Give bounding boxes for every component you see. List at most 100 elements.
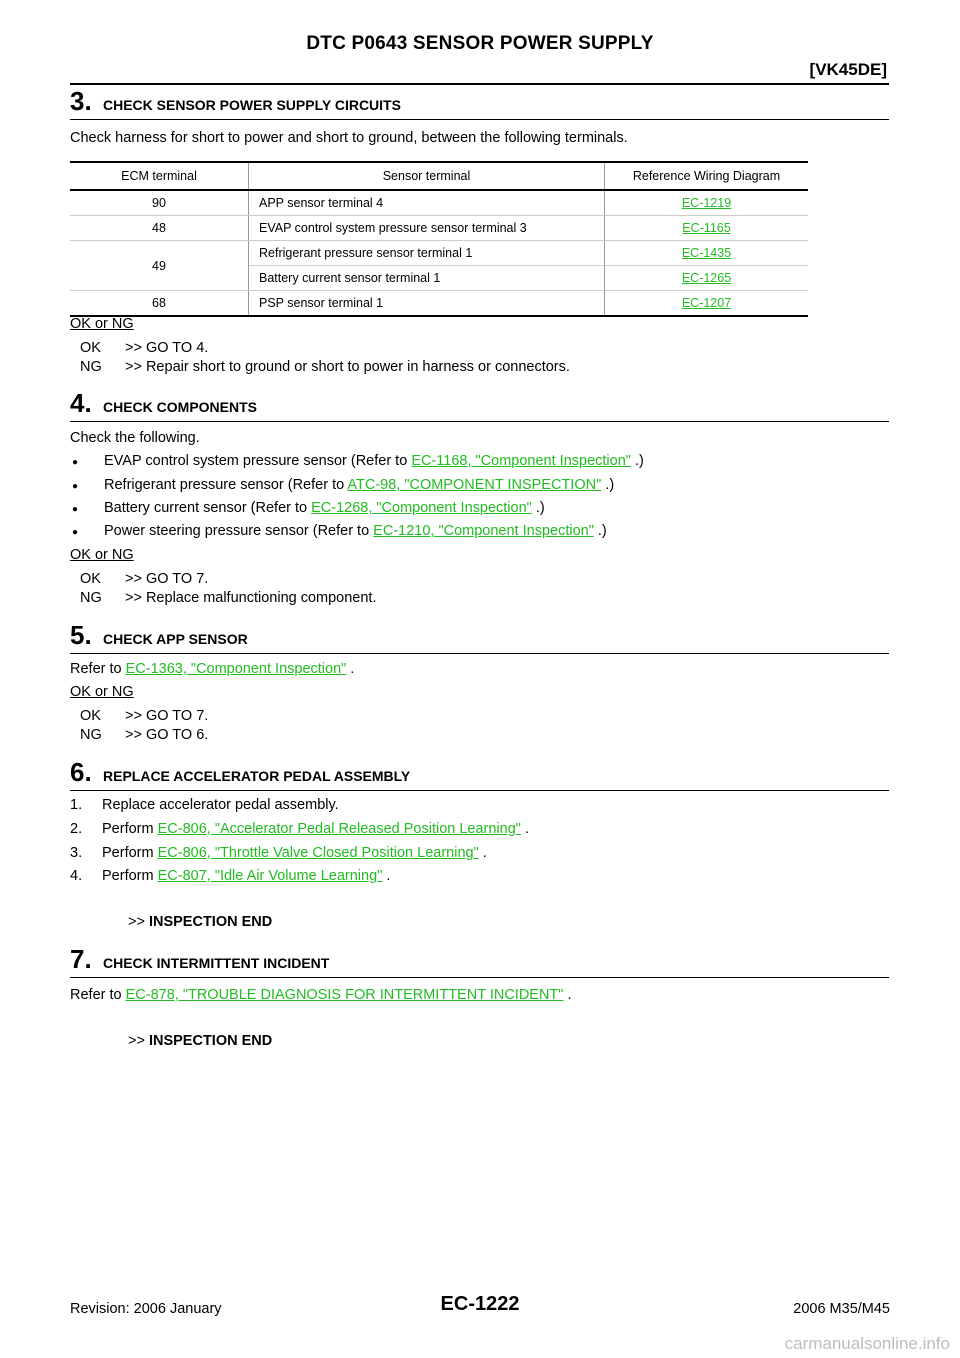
ok-or-ng-label: OK or NG <box>70 684 134 700</box>
ok-result: >> GO TO 4. <box>125 340 209 356</box>
reference-link[interactable]: EC-1210, "Component Inspection" <box>373 523 594 539</box>
col-ecm-terminal: ECM terminal <box>70 161 249 191</box>
list-item-text: Replace accelerator pedal assembly. <box>102 797 339 813</box>
step-7-text: Refer to EC-878, "TROUBLE DIAGNOSIS FOR … <box>70 987 572 1003</box>
ok-label: OK <box>80 708 101 724</box>
ok-label: OK <box>80 571 101 587</box>
list-item: ● Power steering pressure sensor (Refer … <box>70 523 607 542</box>
step-4-heading: 4. CHECK COMPONENTS <box>70 390 889 422</box>
sensor-terminal-cell: PSP sensor terminal 1 <box>248 290 605 317</box>
step-title: CHECK APP SENSOR <box>103 631 248 647</box>
reference-link[interactable]: EC-1168, "Component Inspection" <box>411 453 631 469</box>
end-prefix: >> <box>128 914 145 930</box>
step-title: CHECK COMPONENTS <box>103 399 258 415</box>
sensor-terminal-cell: Refrigerant pressure sensor terminal 1 <box>248 240 605 266</box>
end-prefix: >> <box>128 1033 145 1049</box>
table-row: 48 EVAP control system pressure sensor t… <box>70 215 808 241</box>
reference-link[interactable]: EC-1363, "Component Inspection" <box>125 661 347 677</box>
ok-result: >> GO TO 7. <box>125 571 209 587</box>
list-item-suffix: .) <box>601 477 615 493</box>
watermark-text: carmanualsonline.info <box>784 1334 950 1353</box>
reference-link[interactable]: EC-807, "Idle Air Volume Learning" <box>157 868 383 884</box>
revision-date: Revision: 2006 January <box>70 1301 222 1317</box>
table-row: 68 PSP sensor terminal 1 EC-1207 <box>70 290 808 317</box>
refer-to-text: Refer to <box>70 987 126 1003</box>
ecm-terminal-cell: 90 <box>70 190 249 216</box>
list-item: 3. Perform EC-806, "Throttle Valve Close… <box>70 845 487 861</box>
list-item-suffix: .) <box>630 453 644 469</box>
table-header-row: ECM terminal Sensor terminal Reference W… <box>70 161 808 191</box>
item-number: 3. <box>70 845 83 861</box>
step-3-text: Check harness for short to power and sho… <box>70 130 628 146</box>
ng-result: >> Repair short to ground or short to po… <box>125 359 570 375</box>
bullet-icon: ● <box>72 504 79 515</box>
step-4-text: Check the following. <box>70 430 200 446</box>
inspection-end: >> INSPECTION END <box>128 914 272 930</box>
bullet-icon: ● <box>72 527 79 538</box>
list-item-suffix: . <box>478 845 487 861</box>
end-text: INSPECTION END <box>148 1033 273 1049</box>
list-item-suffix: . <box>520 821 529 837</box>
refer-to-text: Refer to <box>70 661 126 677</box>
list-item-text: Perform <box>102 845 158 861</box>
ecm-terminal-cell: 68 <box>70 290 249 317</box>
step-5-text: Refer to EC-1363, "Component Inspection"… <box>70 661 354 677</box>
step-5-results: OK>> GO TO 7. NG>> GO TO 6. <box>80 707 208 745</box>
header-divider <box>70 83 889 85</box>
reference-link[interactable]: ATC-98, "COMPONENT INSPECTION" <box>347 477 602 493</box>
list-item: 4. Perform EC-807, "Idle Air Volume Lear… <box>70 868 390 884</box>
step-number: 3. <box>70 86 92 116</box>
step-4-results: OK>> GO TO 7. NG>> Replace malfunctionin… <box>80 570 377 608</box>
step-3-heading: 3. CHECK SENSOR POWER SUPPLY CIRCUITS <box>70 88 889 120</box>
item-number: 1. <box>70 797 83 813</box>
ecm-terminal-cell: 48 <box>70 215 249 241</box>
refer-suffix: . <box>563 987 572 1003</box>
reference-link[interactable]: EC-1207 <box>681 296 732 310</box>
item-number: 2. <box>70 821 83 837</box>
page-title: DTC P0643 SENSOR POWER SUPPLY <box>306 33 654 54</box>
ecm-terminal-cell: 49 <box>70 240 249 291</box>
reference-link[interactable]: EC-1265 <box>681 271 732 285</box>
sensor-terminal-cell: APP sensor terminal 4 <box>248 190 605 216</box>
table-row: Battery current sensor terminal 1 EC-126… <box>70 265 808 291</box>
list-item-suffix: .) <box>531 500 545 516</box>
list-item-text: Perform <box>102 868 158 884</box>
ok-or-ng-label: OK or NG <box>70 547 134 563</box>
ng-label: NG <box>80 359 102 375</box>
list-item: 2. Perform EC-806, "Accelerator Pedal Re… <box>70 821 529 837</box>
col-reference-diagram: Reference Wiring Diagram <box>604 161 808 191</box>
step-6-heading: 6. REPLACE ACCELERATOR PEDAL ASSEMBLY <box>70 759 889 791</box>
reference-link[interactable]: EC-1165 <box>682 221 731 235</box>
inspection-end: >> INSPECTION END <box>128 1033 272 1049</box>
end-text: INSPECTION END <box>148 914 273 930</box>
sensor-terminal-cell: Battery current sensor terminal 1 <box>248 265 605 291</box>
reference-link[interactable]: EC-1268, "Component Inspection" <box>311 500 532 516</box>
list-item: 1. Replace accelerator pedal assembly. <box>70 797 339 813</box>
ok-label: OK <box>80 340 101 356</box>
table-row: 49 Refrigerant pressure sensor terminal … <box>70 240 808 291</box>
list-item: ● Refrigerant pressure sensor (Refer to … <box>70 477 614 496</box>
bullet-icon: ● <box>72 481 79 492</box>
engine-code: [VK45DE] <box>809 60 887 79</box>
item-number: 4. <box>70 868 83 884</box>
list-item-text: Power steering pressure sensor (Refer to <box>104 523 374 539</box>
reference-link[interactable]: EC-806, "Throttle Valve Closed Position … <box>157 845 479 861</box>
step-number: 7. <box>70 944 92 974</box>
reference-link[interactable]: EC-1435 <box>681 246 732 260</box>
step-number: 4. <box>70 388 92 418</box>
list-item: ● Battery current sensor (Refer to EC-12… <box>70 500 545 519</box>
step-3-results: OK >> GO TO 4. NG >> Repair short to groun… <box>80 339 570 377</box>
page-number: EC-1222 <box>440 1293 520 1315</box>
reference-link[interactable]: EC-806, "Accelerator Pedal Released Posi… <box>157 821 521 837</box>
reference-link[interactable]: EC-878, "TROUBLE DIAGNOSIS FOR INTERMITT… <box>125 987 564 1003</box>
step-5-heading: 5. CHECK APP SENSOR <box>70 622 889 654</box>
step-title: CHECK SENSOR POWER SUPPLY CIRCUITS <box>103 97 401 113</box>
ng-result: >> GO TO 6. <box>125 727 209 743</box>
list-item-text: EVAP control system pressure sensor (Ref… <box>104 453 412 469</box>
model-info: 2006 M35/M45 <box>793 1301 890 1317</box>
list-item: ● EVAP control system pressure sensor (R… <box>70 453 644 472</box>
reference-link[interactable]: EC-1219 <box>681 196 732 210</box>
step-number: 6. <box>70 757 92 787</box>
list-item-text: Perform <box>102 821 158 837</box>
step-number: 5. <box>70 620 92 650</box>
